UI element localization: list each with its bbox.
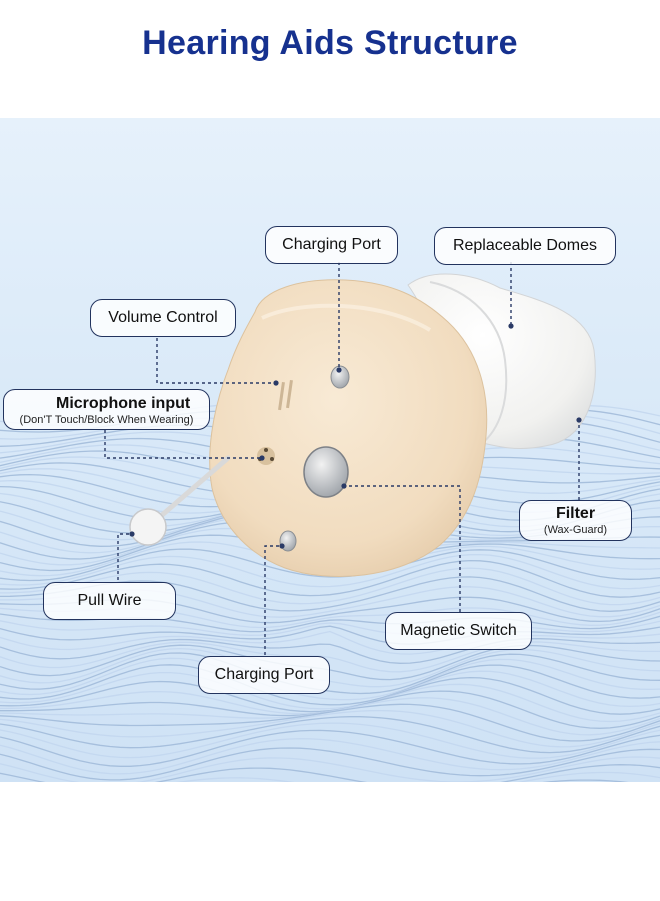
dome-fold [429, 281, 508, 446]
wave-line [0, 764, 660, 782]
callout-charging-port-bottom: Charging Port [198, 656, 330, 694]
callout-volume-control: Volume Control [90, 299, 236, 337]
wave-line [0, 638, 660, 664]
wave-line [0, 567, 660, 606]
wave-line [0, 747, 660, 781]
callout-label: Replaceable Domes [452, 237, 598, 254]
wave-line [0, 722, 660, 759]
leader-dots [129, 323, 582, 549]
wave-line [0, 709, 660, 748]
callout-charging-port-top: Charging Port [265, 226, 398, 264]
callout-note: (Don'T Touch/Block When Wearing) [19, 413, 194, 426]
wave-line [0, 625, 660, 645]
pull-wire-knob [129, 508, 167, 546]
pull-wire [151, 455, 231, 525]
wave-line [0, 676, 660, 715]
wave-line [0, 657, 660, 701]
callout-label: Charging Port [214, 666, 314, 683]
wave-line [542, 779, 629, 782]
wave-line [0, 548, 660, 582]
callout-replaceable-domes: Replaceable Domes [434, 227, 616, 265]
volume-control [278, 379, 293, 411]
charging-port-top [330, 365, 350, 389]
callout-magnetic-switch: Magnetic Switch [385, 612, 532, 650]
leader-lines [104, 262, 580, 655]
wave-line [0, 644, 660, 681]
wave-line [0, 670, 660, 710]
wave-line [0, 716, 660, 754]
diagram-title: Hearing Aids Structure [142, 24, 518, 62]
wave-line [0, 647, 660, 688]
magnetic-switch [303, 446, 349, 498]
wave-line [0, 738, 660, 775]
callout-label: Magnetic Switch [400, 622, 517, 639]
callout-filter: Filter (Wax-Guard) [519, 500, 632, 541]
callout-label: Pull Wire [77, 592, 142, 609]
wave-line [0, 641, 660, 673]
wave-line [0, 652, 660, 695]
wave-line [0, 756, 660, 782]
wave-line [0, 703, 660, 742]
wave-line [0, 553, 660, 590]
callout-label: Charging Port [282, 236, 381, 253]
callout-label: Filter [555, 505, 596, 522]
callout-label: Volume Control [108, 309, 218, 326]
wave-line [0, 620, 660, 636]
callout-note: (Wax-Guard) [543, 524, 608, 536]
microphone-input [257, 447, 275, 465]
wave-line [0, 630, 660, 655]
device-body [209, 279, 488, 577]
wave-line [0, 664, 660, 706]
callout-pull-wire: Pull Wire [43, 582, 176, 620]
wave-line [0, 729, 660, 767]
wave-line [0, 559, 660, 598]
callout-label: Microphone input [56, 394, 191, 412]
body-edge-highlight [261, 303, 432, 332]
callout-microphone-input: Microphone input (Don'T Touch/Block When… [3, 389, 210, 430]
wave-line [0, 771, 660, 782]
